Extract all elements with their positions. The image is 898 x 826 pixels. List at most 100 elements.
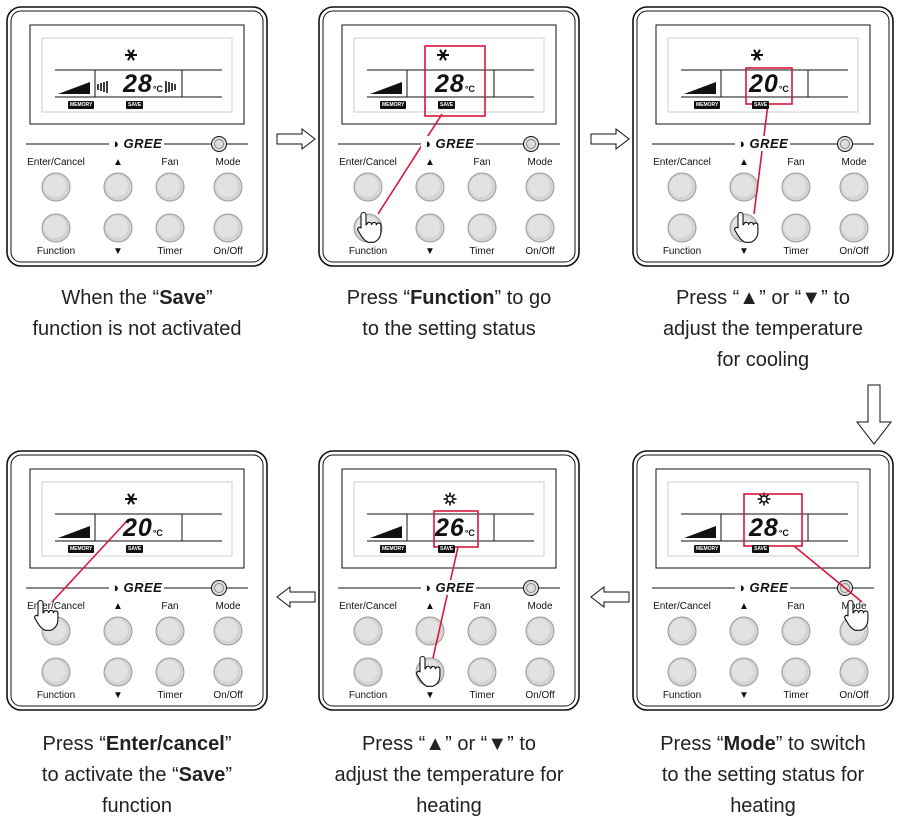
- up-label: ▲: [113, 601, 123, 612]
- caption-emphasis: Mode: [723, 733, 776, 755]
- memory-tag: MEMORY: [694, 101, 721, 109]
- save-tag: SAVE: [126, 101, 144, 109]
- caption-line: When the “Save”: [0, 283, 282, 314]
- timer-label: Timer: [157, 690, 183, 701]
- down-label: ▼: [739, 690, 749, 701]
- fan-speed-indicator: [58, 526, 90, 538]
- caption-text: ” to switch: [775, 733, 866, 755]
- caption-line: function: [0, 791, 282, 822]
- caption-emphasis: Enter/cancel: [105, 733, 225, 755]
- up-label: ▲: [739, 157, 749, 168]
- brand-logo: ◑ GREE: [421, 136, 477, 151]
- caption-text: Press “: [42, 733, 106, 755]
- fan-speed-indicator: [58, 82, 90, 94]
- timer-label: Timer: [783, 246, 809, 257]
- enter-cancel-label: Enter/Cancel: [653, 157, 711, 168]
- brand-name: GREE: [435, 580, 475, 595]
- brand-name: GREE: [749, 580, 789, 595]
- gree-logo-mark: ◑: [111, 136, 124, 151]
- highlight-box: [743, 493, 803, 547]
- memory-tag: MEMORY: [694, 545, 721, 553]
- caption-line: to activate the “Save”: [0, 760, 282, 791]
- mode-knob-icon: [837, 136, 853, 152]
- arrow-right-icon: [590, 128, 630, 150]
- fan-speed-indicator: [370, 82, 402, 94]
- brand-logo: ◑ GREE: [109, 580, 165, 595]
- temperature-value: 20: [123, 514, 153, 542]
- temperature-unit: °C: [152, 84, 163, 94]
- caption-text: heating: [730, 795, 796, 817]
- temperature-unit: °C: [778, 528, 789, 538]
- caption-text: Press “▲” or “▼” to: [361, 733, 537, 755]
- mode-knob-icon: [211, 580, 227, 596]
- caption-text: function is not activated: [32, 318, 242, 340]
- mode-label: Mode: [527, 157, 553, 168]
- save-tag: SAVE: [752, 545, 770, 553]
- fan-label: Fan: [473, 157, 491, 168]
- caption-line: Press “Mode” to switch: [618, 729, 898, 760]
- function-label: Function: [348, 690, 388, 701]
- temperature-value: 20: [749, 70, 779, 98]
- enter-cancel-label: Enter/Cancel: [27, 601, 85, 612]
- temperature-value: 26: [435, 514, 465, 542]
- caption-step-6: Press “Mode” to switch to the setting sta…: [618, 729, 898, 822]
- down-label: ▼: [739, 246, 749, 257]
- mode-label: Mode: [841, 157, 867, 168]
- caption-line: Press “▲” or “▼” to: [618, 283, 898, 314]
- snowflake-icon: [751, 49, 763, 61]
- on-off-label: On/Off: [213, 690, 243, 701]
- up-label: ▲: [739, 601, 749, 612]
- arrow-left-icon: [276, 586, 316, 608]
- mode-label: Mode: [215, 157, 241, 168]
- pointing-hand-icon: [734, 211, 759, 243]
- mode-knob-icon: [211, 136, 227, 152]
- highlight-box: [424, 45, 486, 117]
- up-label: ▲: [425, 157, 435, 168]
- snowflake-icon: [437, 49, 449, 61]
- on-off-label: On/Off: [525, 246, 555, 257]
- function-label: Function: [36, 690, 76, 701]
- on-off-label: On/Off: [839, 690, 869, 701]
- enter-cancel-label: Enter/Cancel: [339, 157, 397, 168]
- pointer-line: [753, 103, 769, 215]
- caption-text: function: [101, 795, 173, 817]
- mode-label: Mode: [841, 601, 867, 612]
- pointing-hand-icon: [357, 211, 382, 243]
- brand-name: GREE: [435, 136, 475, 151]
- save-tag: SAVE: [126, 545, 144, 553]
- on-off-label: On/Off: [525, 690, 555, 701]
- caption-emphasis: Function: [410, 287, 495, 309]
- fan-label: Fan: [473, 601, 491, 612]
- arrow-right-icon: [276, 128, 316, 150]
- brand-logo: ◑ GREE: [421, 580, 477, 595]
- down-label: ▼: [113, 690, 123, 701]
- temperature-readout: 28°C: [435, 72, 475, 102]
- caption-emphasis: Save: [178, 764, 226, 786]
- caption-text: ”: [224, 733, 232, 755]
- caption-text: to activate the “: [41, 764, 179, 786]
- caption-text: to the setting status for: [661, 764, 865, 786]
- fan-speed-indicator: [684, 82, 716, 94]
- highlight-box: [433, 510, 479, 548]
- caption-line: to the setting status for: [618, 760, 898, 791]
- brand-name: GREE: [123, 580, 163, 595]
- pointing-hand-icon: [416, 655, 441, 687]
- pointing-hand-icon: [34, 599, 59, 631]
- caption-step-1: When the “Save” function is not activated: [0, 283, 282, 345]
- brand-name: GREE: [123, 136, 163, 151]
- caption-line: heating: [618, 791, 898, 822]
- fan-label: Fan: [161, 157, 179, 168]
- timer-label: Timer: [469, 690, 495, 701]
- snowflake-icon: [125, 493, 137, 505]
- caption-line: Press “Enter/cancel”: [0, 729, 282, 760]
- caption-text: ”: [225, 764, 233, 786]
- gree-logo-mark: ◑: [111, 580, 124, 595]
- fan-label: Fan: [787, 157, 805, 168]
- caption-text: to the setting status: [362, 318, 536, 340]
- temperature-readout: 20°C: [123, 516, 163, 546]
